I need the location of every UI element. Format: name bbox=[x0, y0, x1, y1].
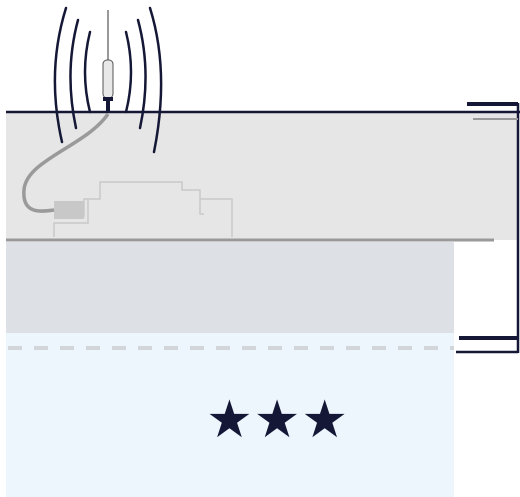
antenna-icon bbox=[102, 10, 114, 112]
water-region bbox=[6, 333, 454, 497]
star-icon: ★ bbox=[253, 390, 302, 450]
star-icon: ★ bbox=[206, 390, 254, 450]
antenna-cable bbox=[22, 112, 110, 213]
sensor-box-icon bbox=[53, 181, 233, 237]
upper-panel bbox=[6, 112, 518, 240]
star-icon: ★ bbox=[301, 390, 349, 450]
star-rating: ★★★ bbox=[0, 390, 520, 450]
signal-waves-icon bbox=[53, 6, 163, 154]
lower-region bbox=[6, 242, 454, 333]
